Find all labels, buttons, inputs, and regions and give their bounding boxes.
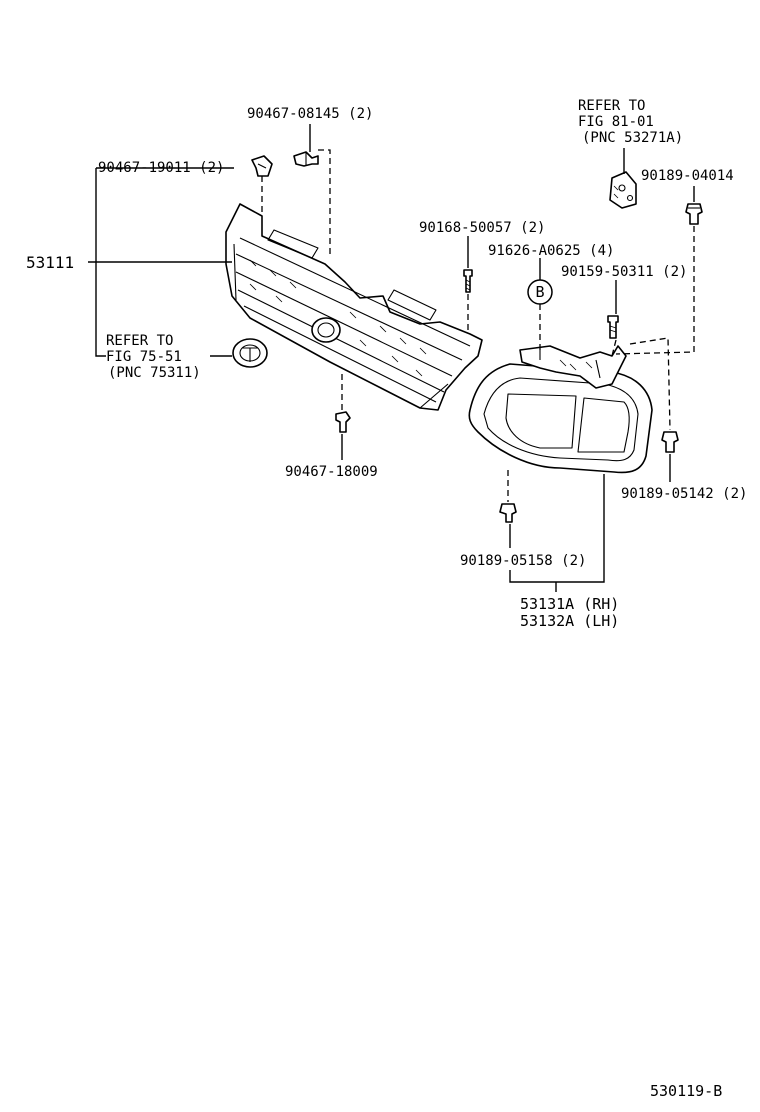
label-refer-fig81-line2: FIG 81-01 [578,114,654,130]
label-91626-a0625: 91626-A0625 (4) [488,243,614,259]
label-refer-fig81-line3: (PNC 53271A) [582,130,683,146]
label-53131a: 53131A (RH) [520,595,619,613]
clip-90467-08145 [293,151,319,167]
radiator-grille [225,203,483,411]
label-refer-fig81-line1: REFER TO [578,98,645,114]
marker-b-label: B [535,283,544,301]
label-90467-08145: 90467-08145 (2) [247,106,373,122]
label-refer-fig75-line2: FIG 75-51 [106,349,182,365]
figure-code: 530119-B [650,1082,722,1100]
label-90467-18009: 90467-18009 [285,464,378,480]
label-90189-05142: 90189-05142 (2) [621,486,747,502]
label-refer-fig75-line1: REFER TO [106,333,173,349]
screw-90168-50057 [463,269,473,293]
clip-90189-05158 [499,503,517,523]
bracket-53271a [609,171,637,209]
label-90189-04014: 90189-04014 [641,168,734,184]
clip-90189-05142 [661,431,679,453]
emblem-part [232,338,268,368]
clip-90467-19011 [251,155,273,177]
leader-lines [88,124,695,592]
label-90168-50057: 90168-50057 (2) [419,220,545,236]
screw-90159-50311 [607,315,619,339]
marker-b: B [527,279,553,305]
fastener-90467-18009 [335,411,351,433]
label-53132a: 53132A (LH) [520,612,619,630]
label-90189-05158: 90189-05158 (2) [460,553,586,569]
headlamp-bezel [468,345,653,474]
label-53111: 53111 [26,253,74,272]
label-90467-19011: 90467-19011 (2) [98,160,224,176]
label-refer-fig75-line3: (PNC 75311) [108,365,201,381]
label-90159-50311: 90159-50311 (2) [561,264,687,280]
clip-90189-04014 [685,203,703,225]
